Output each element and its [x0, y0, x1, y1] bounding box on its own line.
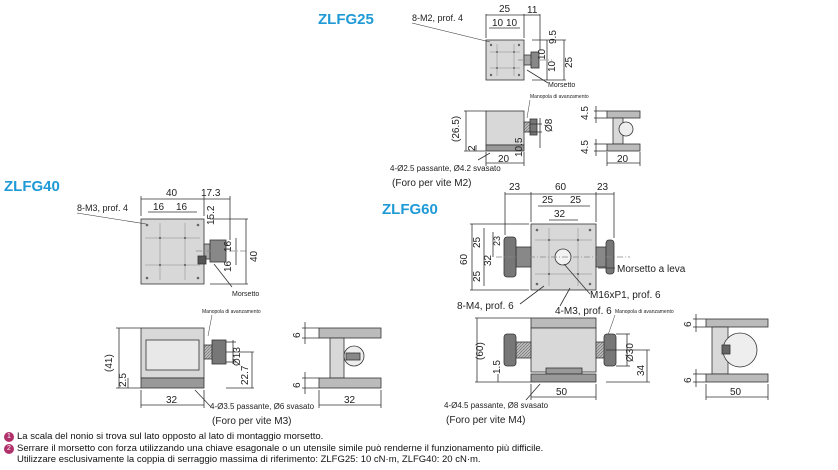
zlfg40-dim-41: (41) — [104, 354, 115, 372]
zlfg25-dim-phi8: Ø8 — [544, 118, 555, 132]
zlfg25-dim-25-side: 25 — [564, 56, 575, 68]
zlfg40-dim-22-7: 22.7 — [240, 365, 251, 385]
notes-section: 1 La scala del nonio si trova sul lato o… — [4, 431, 834, 466]
zlfg60-top-view — [470, 192, 630, 307]
zlfg40-screw-label: (Foro per vite M3) — [212, 416, 291, 427]
zlfg60-knob-leader — [607, 314, 616, 336]
zlfg25-top-view — [485, 14, 566, 84]
zlfg60-dim-25a: 25 — [542, 195, 554, 206]
zlfg25-dim-11: 11 — [527, 5, 538, 16]
zlfg25-dim-10c: 10 — [537, 48, 548, 60]
zlfg40-dim-16a: 16 — [153, 202, 165, 213]
zlfg40-dim-40: 40 — [166, 188, 178, 199]
zlfg25-dim-2: 2 — [467, 145, 478, 151]
zlfg60-dim-23a: 23 — [509, 182, 521, 193]
zlfg60-dim-32c: 32 — [483, 254, 494, 266]
zlfg40-dim-15-2: 15.2 — [206, 205, 217, 225]
zlfg60-holes-label: 8-M4, prof. 6 — [457, 301, 514, 312]
zlfg25-dim-10a: 10 — [492, 18, 504, 29]
zlfg25-dim-10-5: 10.5 — [514, 137, 525, 157]
note-3-text: Utilizzare esclusivamente la coppia di s… — [17, 454, 481, 465]
zlfg60-dim-50b: 50 — [730, 387, 742, 398]
zlfg40-dim-2-5: 2.5 — [118, 373, 129, 387]
note-bullet-2: 2 — [4, 443, 14, 454]
zlfg40-knob-label: Manopola di avanzamento — [202, 309, 261, 315]
zlfg40-top-view — [140, 196, 248, 288]
zlfg25-screw-label: (Foro per vite M2) — [392, 178, 471, 189]
zlfg25-dim-10d: 10 — [547, 60, 558, 72]
zlfg60-dim-25b: 25 — [570, 195, 582, 206]
zlfg60-holes-label-2: 4-M3, prof. 6 — [555, 306, 612, 317]
zlfg60-side-view — [693, 314, 769, 400]
zlfg60-dim-50a: 50 — [556, 387, 568, 398]
zlfg60-dim-1-5: 1.5 — [492, 360, 503, 374]
zlfg40-dim-40-side: 40 — [249, 250, 260, 262]
zlfg25-front-view — [464, 110, 542, 166]
zlfg40-through-label: 4-Ø3.5 passante, Ø6 svasato — [210, 402, 315, 411]
zlfg25-through-label: 4-Ø2.5 passante, Ø4.2 svasato — [390, 164, 501, 173]
note-1: 1 La scala del nonio si trova sul lato o… — [4, 431, 834, 443]
zlfg40-holes-leader — [76, 212, 147, 225]
zlfg25-side-view — [594, 106, 641, 166]
model-title-zlfg25: ZLFG25 — [318, 11, 374, 28]
zlfg40-dim-16b: 16 — [176, 202, 188, 213]
zlfg60-dim-6a: 6 — [683, 321, 694, 327]
zlfg25-dim-9-5: 9.5 — [548, 30, 559, 44]
zlfg60-center-label: M16xP1, prof. 6 — [590, 290, 661, 301]
zlfg60-dim-60: 60 — [555, 182, 567, 193]
zlfg40-clamp-label: Morsetto — [232, 291, 259, 298]
zlfg40-dim-6a: 6 — [292, 332, 303, 338]
zlfg25-dim-20a: 20 — [498, 154, 510, 165]
model-title-zlfg40: ZLFG40 — [4, 178, 60, 195]
zlfg25-dim-10b: 10 — [506, 18, 518, 29]
zlfg40-dim-32a: 32 — [166, 395, 178, 406]
zlfg60-dim-60-side: 60 — [459, 253, 470, 265]
zlfg60-screw-label: (Foro per vite M4) — [446, 415, 525, 426]
zlfg25-clamp-label: Morsetto — [548, 82, 575, 89]
note-2: 2 Serrare il morsetto con forza utilizza… — [4, 443, 834, 455]
zlfg25-holes-leader — [411, 22, 491, 43]
zlfg25-dim-4-5a: 4.5 — [580, 106, 591, 120]
zlfg60-dim-phi30: Ø30 — [625, 343, 636, 362]
zlfg40-dim-32b: 32 — [344, 395, 356, 406]
zlfg25-dim-20b: 20 — [617, 154, 629, 165]
note-2-text: Serrare il morsetto con forza utilizzand… — [17, 442, 544, 454]
zlfg60-dim-25d: 25 — [472, 270, 483, 282]
zlfg60-dim-32: 32 — [554, 209, 566, 220]
zlfg60-through-label: 4-Ø4.5 passante, Ø8 svasato — [444, 401, 549, 410]
note-1-text: La scala del nonio si trova sul lato opp… — [17, 431, 324, 442]
zlfg60-dim-60-front: (60) — [475, 342, 486, 360]
zlfg40-dim-17-3: 17.3 — [201, 188, 221, 199]
zlfg25-dim-26-5: (26.5) — [451, 116, 462, 142]
zlfg40-side-view — [302, 322, 382, 408]
zlfg60-lever-label: Morsetto a leva — [617, 264, 686, 275]
zlfg40-dim-6b: 6 — [292, 382, 303, 388]
zlfg40-dim-16d: 16 — [223, 260, 234, 272]
note-bullet-1: 1 — [4, 432, 14, 442]
zlfg25-knob-label: Manopola di avanzamento — [530, 94, 589, 100]
zlfg40-dim-phi13: Ø13 — [232, 347, 243, 366]
zlfg25-dim-25-top: 25 — [499, 4, 511, 15]
zlfg60-dim-6b: 6 — [683, 377, 694, 383]
zlfg60-knob-label: Manopola di avanzamento — [615, 309, 674, 315]
zlfg60-front-view — [475, 317, 650, 401]
zlfg60-dim-25c: 25 — [472, 236, 483, 248]
zlfg60-dim-23b: 23 — [597, 182, 609, 193]
zlfg60-dim-34: 34 — [636, 364, 647, 376]
zlfg40-front-view — [116, 327, 254, 408]
zlfg25-dim-4-5b: 4.5 — [580, 140, 591, 154]
zlfg40-knob-leader — [207, 314, 213, 337]
zlfg25-holes-label: 8-M2, prof. 4 — [412, 13, 463, 23]
zlfg60-dim-23c: 23 — [492, 236, 502, 246]
zlfg40-holes-label: 8-M3, prof. 4 — [77, 203, 128, 213]
model-title-zlfg60: ZLFG60 — [382, 201, 438, 218]
zlfg25-knob-leader — [526, 99, 531, 119]
zlfg40-dim-16c: 16 — [223, 240, 234, 252]
